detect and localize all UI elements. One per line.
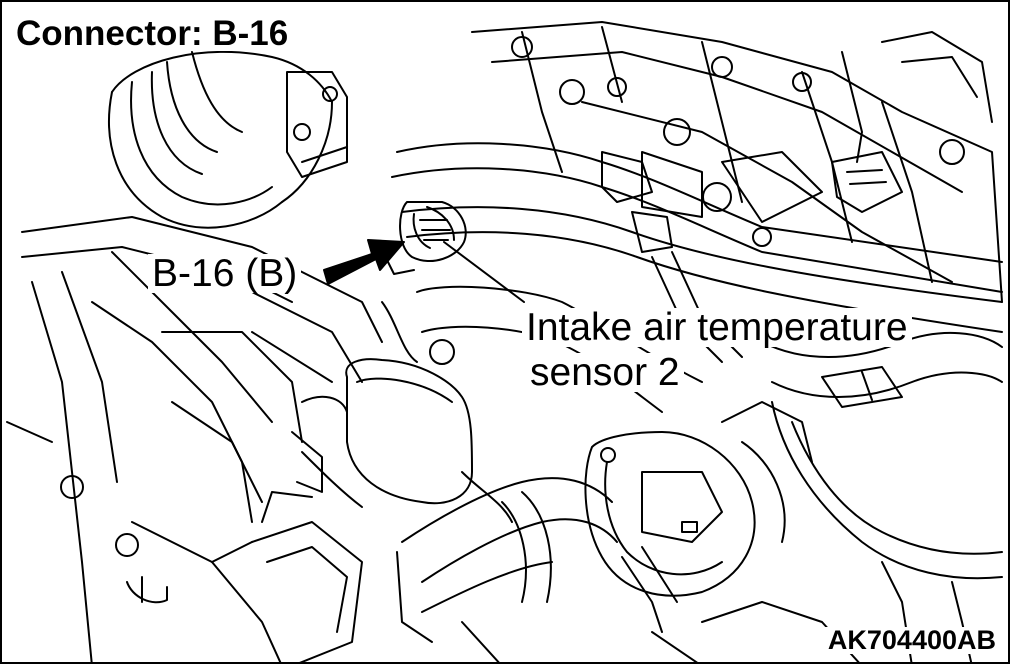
component-label-line1: Intake air temperature [522, 308, 912, 347]
intake-hose [108, 50, 333, 229]
leader-line [443, 241, 525, 303]
throttle-body [584, 401, 813, 633]
intake-air-temperature-sensor [386, 201, 467, 275]
lower-connector [211, 491, 363, 662]
figure-code: AK704400AB [823, 627, 1000, 654]
upper-hose-right [651, 332, 1003, 662]
radiator-cap [291, 358, 513, 523]
component-label-line2: sensor 2 [526, 353, 684, 392]
bottom-hose [396, 477, 618, 662]
bracket [286, 71, 348, 178]
figure-title: Connector: B-16 [12, 16, 293, 51]
connector-callout-label: B-16 (B) [148, 254, 302, 293]
harness-tubes [391, 142, 1003, 363]
engine-block [471, 21, 1003, 303]
arrow-right-icon [323, 239, 405, 285]
